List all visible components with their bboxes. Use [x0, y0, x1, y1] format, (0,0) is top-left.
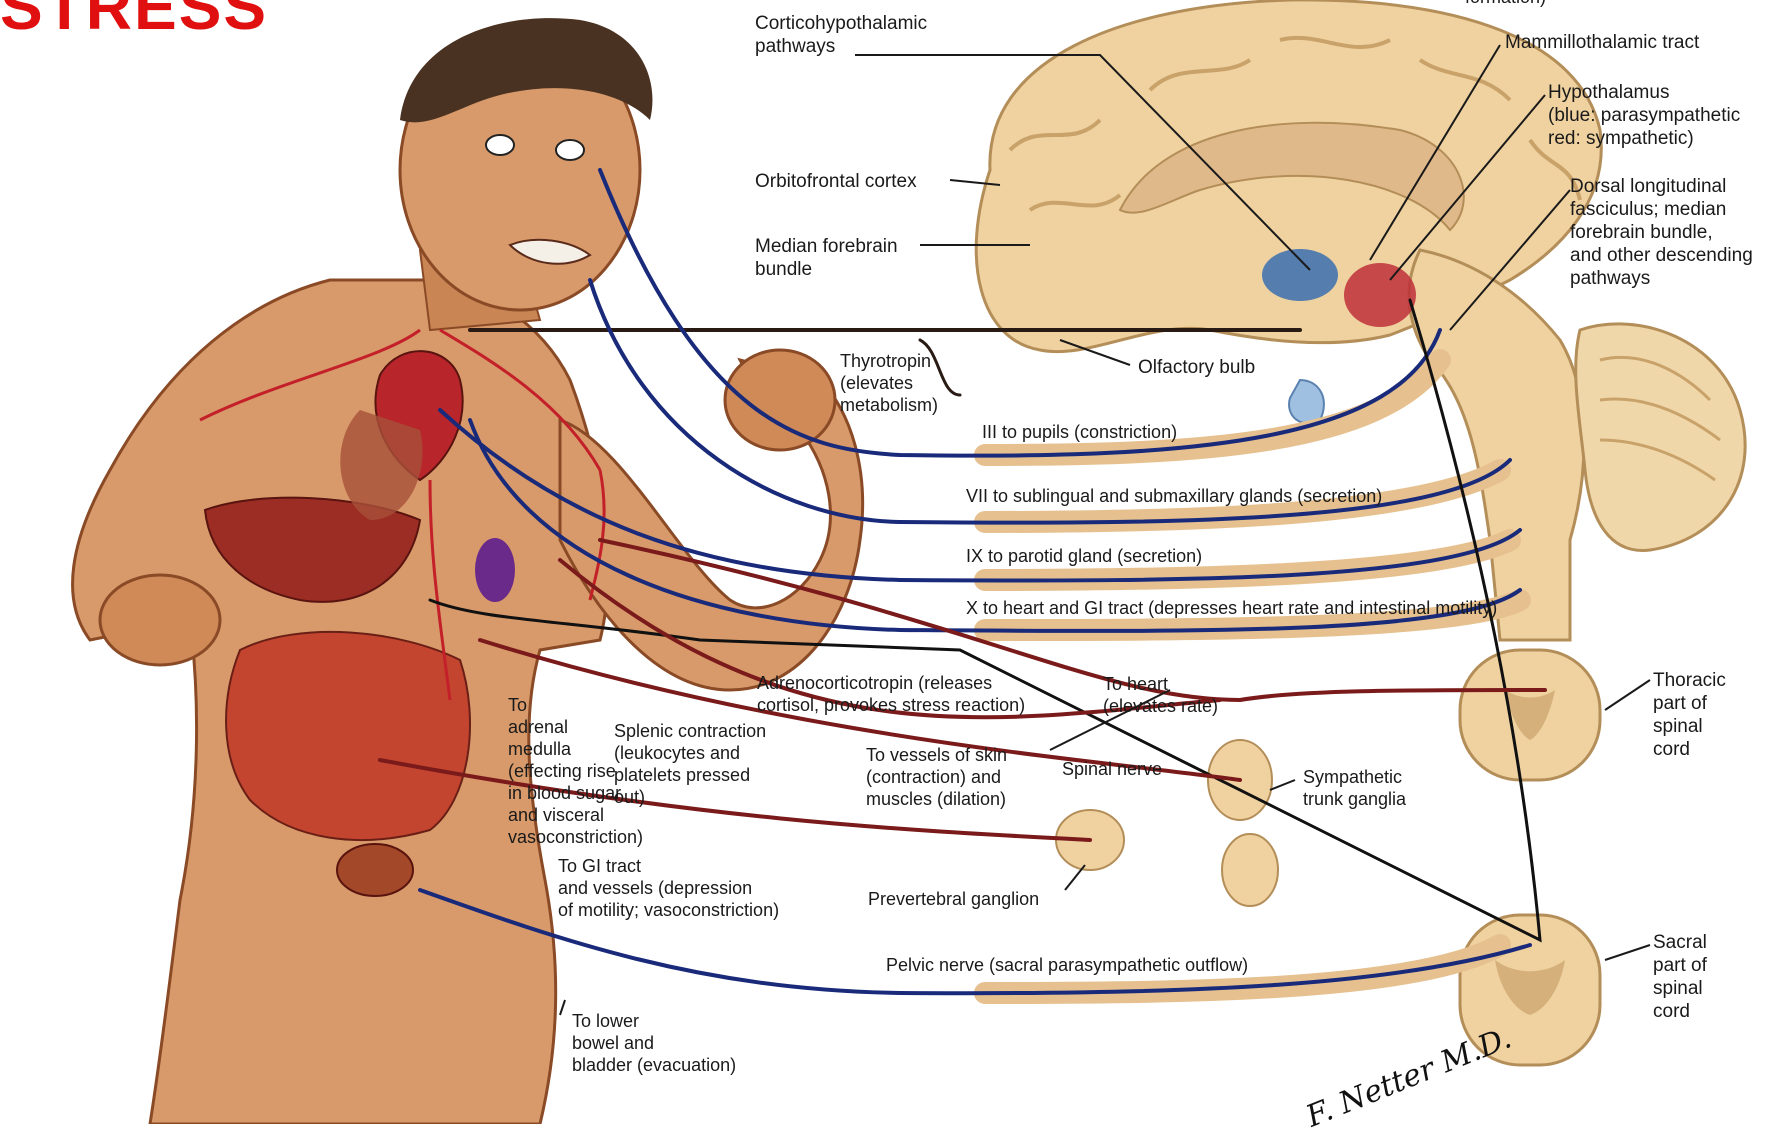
label-lower-bowel: To lower bowel and bladder (evacuation) — [572, 1010, 736, 1076]
label-mammillothalamic: Mammillothalamic tract — [1505, 31, 1699, 54]
label-cn10: X to heart and GI tract (depresses heart… — [966, 597, 1497, 619]
label-spinal-nerve: Spinal nerve — [1062, 758, 1162, 780]
sympathetic-trunk-ganglion-lower — [1222, 834, 1278, 906]
left-fist — [100, 575, 220, 665]
spleen — [475, 538, 515, 602]
leader-lower-bowel — [560, 1000, 565, 1015]
eye-left — [486, 135, 514, 155]
label-orbitofrontal: Orbitofrontal cortex — [755, 170, 917, 193]
label-thyrotropin: Thyrotropin (elevates metabolism) — [840, 350, 938, 416]
label-cn9: IX to parotid gland (secretion) — [966, 545, 1202, 567]
label-adrenocorticotropin: Adrenocorticotropin (releases cortisol, … — [757, 672, 1025, 716]
label-prevertebral: Prevertebral ganglion — [868, 888, 1039, 910]
label-pelvic-nerve: Pelvic nerve (sacral parasympathetic out… — [886, 954, 1248, 976]
hypothalamus-blue-region — [1262, 249, 1338, 301]
eye-right — [556, 140, 584, 160]
label-hypothalamus: Hypothalamus (blue: parasympathetic red:… — [1548, 81, 1740, 150]
brainstem — [1409, 250, 1584, 640]
label-corticohypothalamic: Corticohypothalamic pathways — [755, 12, 927, 58]
leader-sacral — [1605, 945, 1650, 960]
label-median-forebrain: Median forebrain bundle — [755, 235, 898, 281]
leader-prevertebral — [1065, 865, 1085, 890]
leader-sympathetic-trunk — [1270, 780, 1295, 790]
bladder — [337, 844, 413, 896]
label-top-clipped: formation) — [1465, 0, 1546, 8]
label-gi-tract: To GI tract and vessels (depression of m… — [558, 855, 779, 921]
label-sympathetic-trunk: Sympathetic trunk ganglia — [1303, 766, 1406, 810]
label-skin-vessels: To vessels of skin (contraction) and mus… — [866, 744, 1007, 810]
label-to-heart: To heart (elevates rate) — [1103, 673, 1218, 717]
human-figure — [73, 18, 863, 1124]
label-thoracic: Thoracic part of spinal cord — [1653, 669, 1726, 761]
label-cn7: VII to sublingual and submaxillary gland… — [966, 485, 1382, 507]
hypothalamus-red-region — [1344, 263, 1416, 327]
stress-banner: STRESS — [0, 0, 268, 44]
right-fist — [725, 350, 835, 450]
label-splenic: Splenic contraction (leukocytes and plat… — [614, 720, 766, 808]
cerebellum — [1576, 324, 1745, 551]
label-sacral: Sacral part of spinal cord — [1653, 931, 1707, 1023]
intestines — [226, 632, 470, 840]
leader-thoracic — [1605, 680, 1650, 710]
pituitary — [1289, 380, 1324, 423]
label-olfactory-bulb: Olfactory bulb — [1138, 356, 1255, 379]
label-cn3: III to pupils (constriction) — [982, 421, 1177, 443]
label-dorsal-longitudinal: Dorsal longitudinal fasciculus; median f… — [1570, 175, 1753, 290]
